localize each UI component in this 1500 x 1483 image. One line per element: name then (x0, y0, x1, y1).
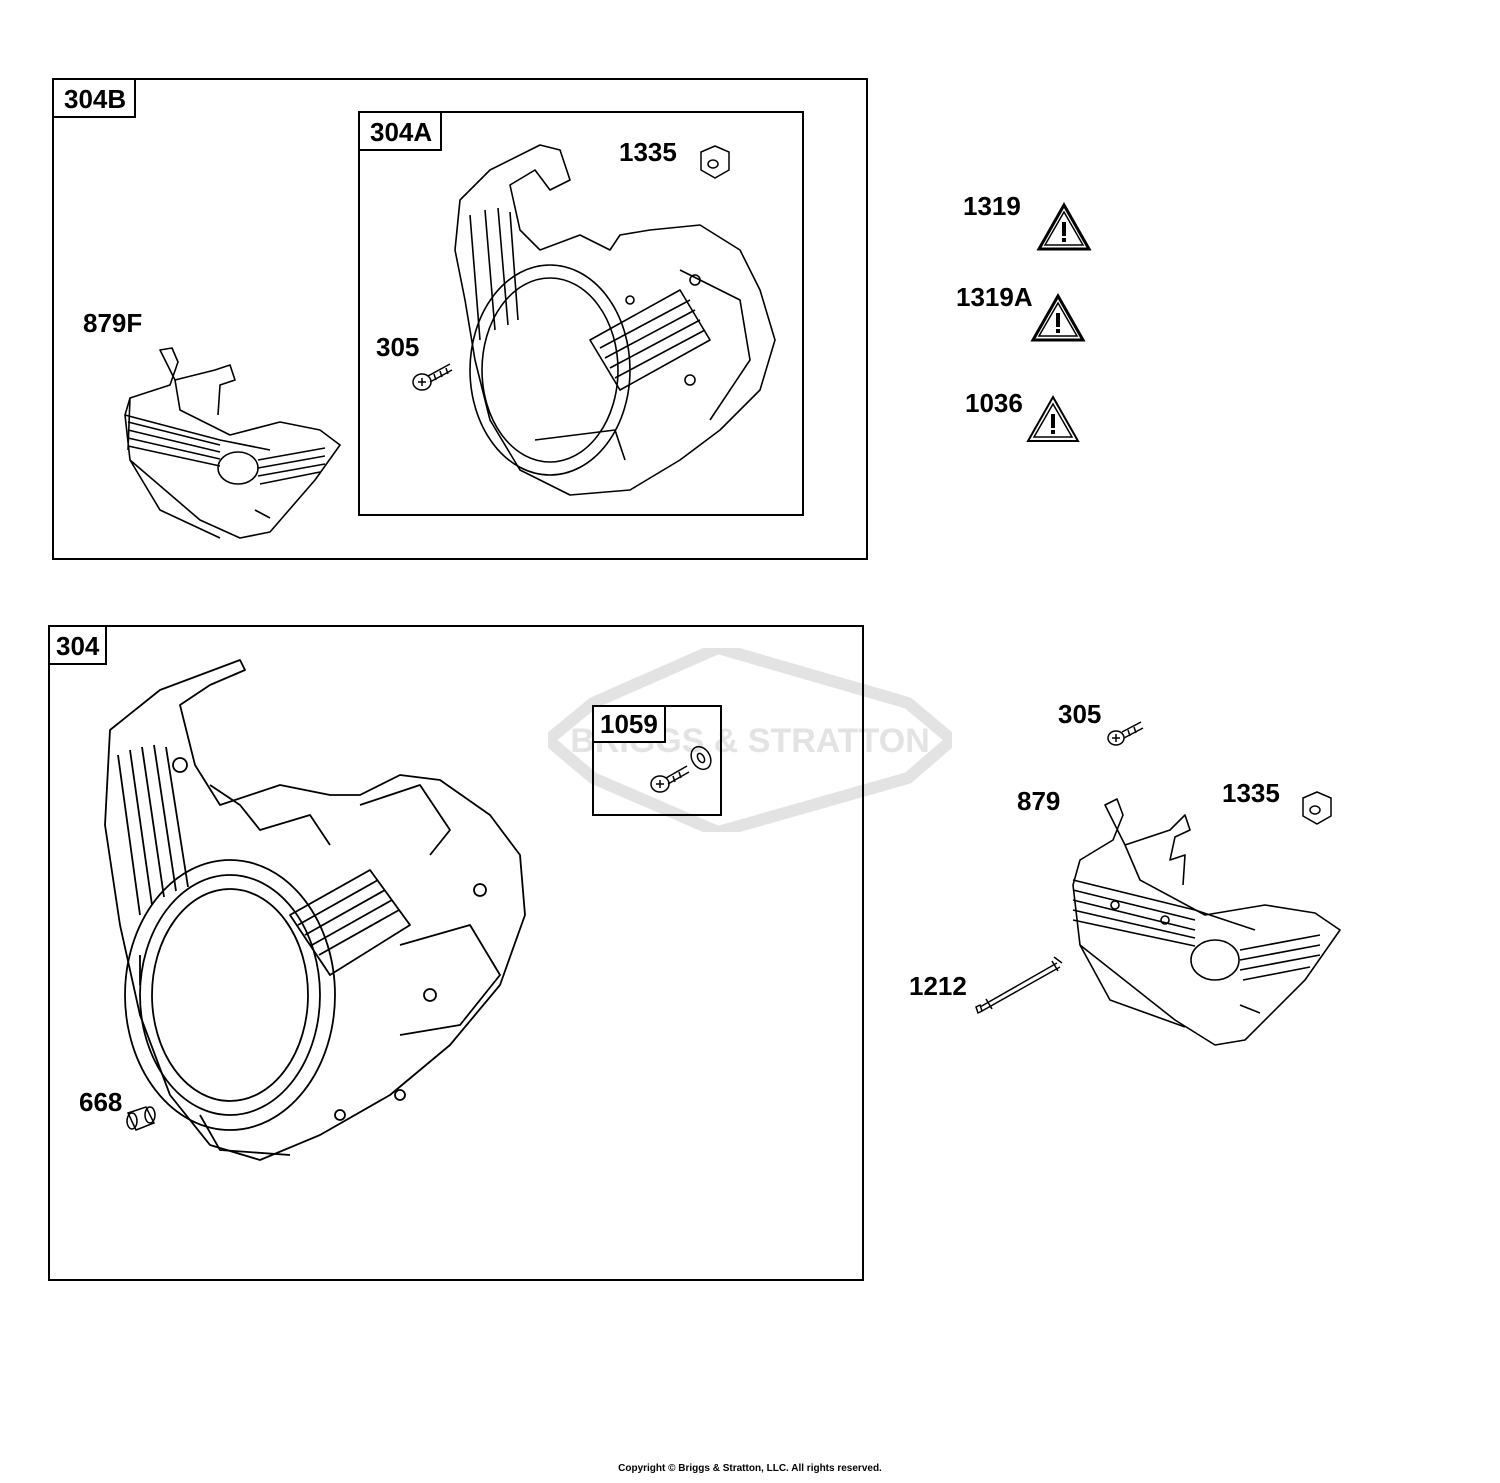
part-label-1319a: 1319A (956, 282, 1033, 312)
group-304a-label: 304A (358, 111, 443, 151)
part-label-1036: 1036 (965, 388, 1023, 418)
blower-housing-304-drawing (104, 659, 526, 1161)
bushing-668-drawing (126, 1106, 156, 1131)
group-304-label: 304 (48, 625, 108, 665)
warning-label-1319a-icon (1030, 292, 1086, 342)
group-1059-label: 1059 (592, 705, 666, 743)
group-304-frame (48, 625, 864, 1281)
screw-305-top-drawing (412, 363, 453, 391)
shroud-879-drawing (1072, 798, 1341, 1046)
part-label-1319: 1319 (963, 191, 1021, 221)
hex-nut-1335-right-drawing (1302, 791, 1332, 825)
copyright-notice: Copyright © Briggs & Stratton, LLC. All … (618, 1463, 882, 1474)
part-label-1335-top: 1335 (619, 137, 677, 167)
part-label-879f: 879F (83, 308, 143, 338)
blower-housing-304a-drawing (454, 144, 776, 496)
part-label-879: 879 (1017, 786, 1061, 816)
group-304b-label: 304B (52, 78, 137, 118)
part-label-305-top: 305 (376, 332, 420, 362)
warning-label-1036-icon (1026, 394, 1080, 442)
screw-305-right-drawing (1107, 721, 1144, 746)
part-label-668: 668 (79, 1087, 123, 1117)
group-304b-frame (52, 78, 868, 560)
screw-washer-1059-drawing (650, 745, 712, 793)
warning-label-1319-icon (1036, 201, 1092, 251)
group-304a-frame (358, 111, 804, 516)
stud-1212-drawing (975, 956, 1063, 1015)
part-label-1335-right: 1335 (1222, 778, 1280, 808)
part-label-305-right: 305 (1058, 699, 1102, 729)
part-label-1212: 1212 (909, 971, 967, 1001)
hex-nut-1335-top-drawing (700, 145, 730, 179)
shroud-879f-drawing (124, 347, 341, 539)
